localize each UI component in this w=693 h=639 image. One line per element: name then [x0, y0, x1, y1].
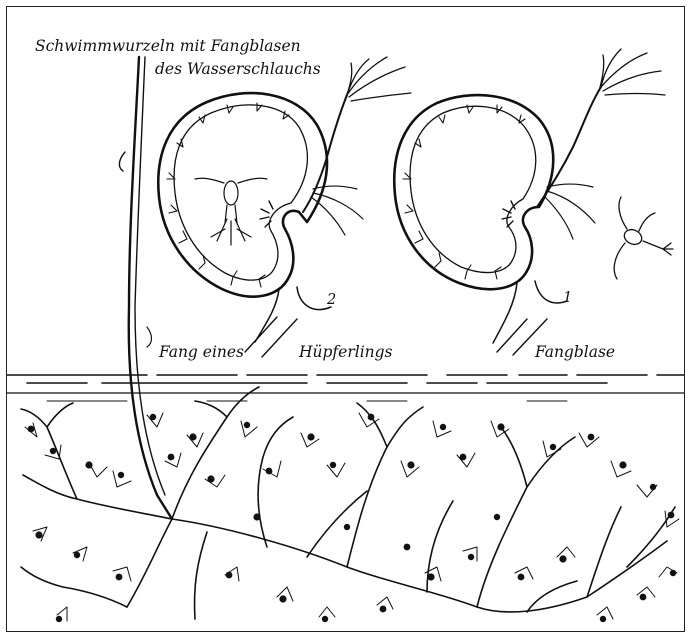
label-number-2: 2 — [327, 292, 336, 308]
caption-line-1: Schwimmwurzeln mit Fangblasen — [35, 37, 301, 55]
bladder-1 — [394, 49, 665, 355]
submerged-branches — [21, 387, 675, 619]
copepod-free — [614, 197, 673, 279]
bladder-hairs — [167, 103, 525, 287]
label-number-1: 1 — [563, 290, 572, 306]
branch-twigs — [25, 413, 679, 621]
figure-frame: Schwimmwurzeln mit Fangblasen des Wasser… — [6, 6, 685, 632]
small-bladders — [28, 414, 677, 623]
floating-stem — [119, 57, 172, 519]
caption-line-2: des Wasserschlauchs — [155, 60, 321, 78]
label-fang-eines: Fang eines — [159, 343, 244, 361]
label-huepferlings: Hüpferlings — [299, 343, 393, 361]
bladder-2 — [158, 57, 411, 357]
label-fangblase: Fangblase — [535, 343, 615, 361]
utricularia-drawing — [7, 7, 685, 632]
water-surface — [7, 375, 685, 401]
copepod-captured — [195, 178, 267, 245]
